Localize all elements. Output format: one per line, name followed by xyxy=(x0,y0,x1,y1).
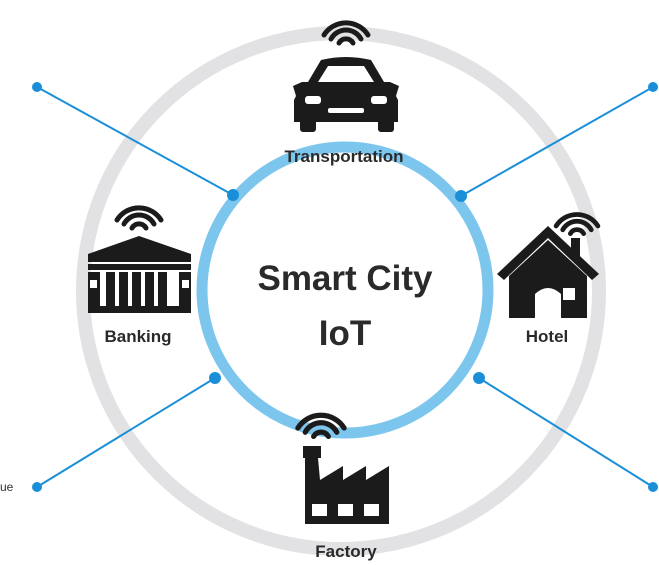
node-hotel: Hotel xyxy=(497,214,599,346)
connector-top-left xyxy=(36,86,234,196)
house-icon xyxy=(497,226,599,318)
connector-dot xyxy=(648,482,658,492)
node-label-banking: Banking xyxy=(104,327,171,346)
connector-dot xyxy=(32,482,42,492)
ring-dot xyxy=(209,372,221,384)
connector-bottom-left xyxy=(36,377,216,488)
factory-icon xyxy=(303,446,389,524)
ring-dot xyxy=(227,189,239,201)
node-transportation: Transportation xyxy=(284,23,404,166)
ring-dot xyxy=(455,190,467,202)
wifi-signal-icon xyxy=(117,208,161,228)
ring-dots xyxy=(209,189,485,384)
ring-dot xyxy=(473,372,485,384)
connector-top-right xyxy=(460,86,654,197)
partial-text-fragment: ue xyxy=(0,480,14,494)
center-title-line1: Smart City xyxy=(257,259,433,298)
bank-icon xyxy=(88,236,191,313)
connector-bottom-right xyxy=(478,377,654,488)
center-title-line2: IoT xyxy=(319,314,371,353)
connector-lines xyxy=(32,82,658,492)
inner-ring xyxy=(196,141,494,439)
node-factory: Factory xyxy=(298,415,389,561)
connector-dot xyxy=(32,82,42,92)
node-label-factory: Factory xyxy=(315,542,377,561)
connector-dot xyxy=(648,82,658,92)
car-icon xyxy=(293,57,399,132)
node-banking: Banking xyxy=(88,208,191,346)
node-label-hotel: Hotel xyxy=(526,327,569,346)
node-label-transportation: Transportation xyxy=(284,147,403,166)
